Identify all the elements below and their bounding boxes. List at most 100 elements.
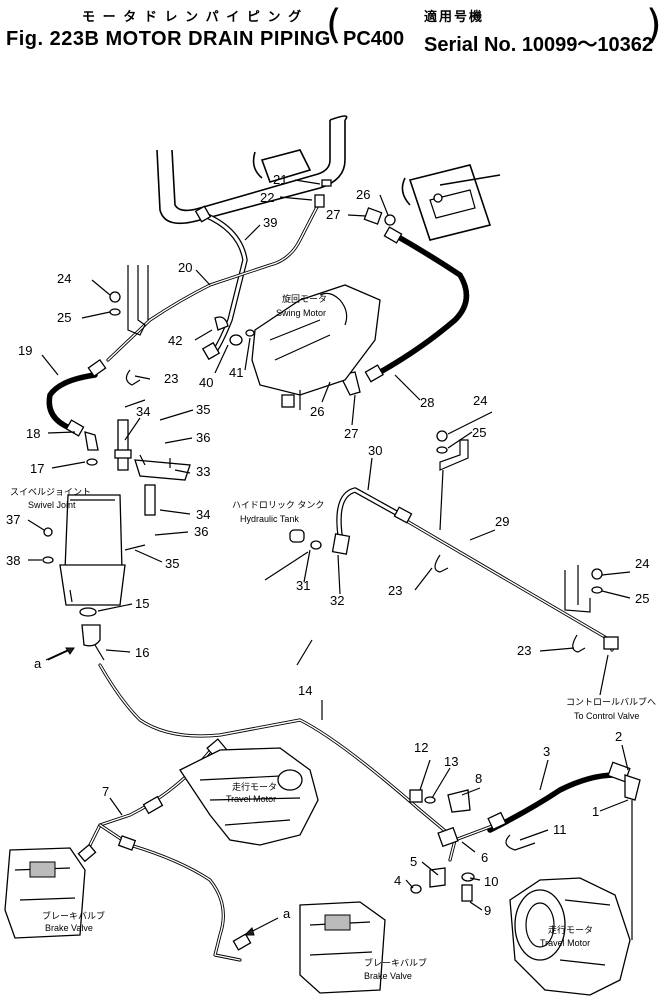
hose-19 bbox=[46, 372, 98, 433]
brake-valve-right-label-jp: ブレーキバルブ bbox=[364, 957, 427, 968]
control-valve-label-jp: コントロールバルブへ bbox=[566, 696, 656, 707]
callout-6: 6 bbox=[481, 850, 488, 865]
callout-2: 2 bbox=[615, 729, 622, 744]
travel-motor-left-label-jp: 走行モータ bbox=[232, 781, 277, 792]
callout-24b: 24 bbox=[473, 393, 487, 408]
brake-valve-left-label: Brake Valve bbox=[45, 923, 93, 933]
callout-25c: 25 bbox=[635, 591, 649, 606]
brake-valve-right-label: Brake Valve bbox=[364, 971, 412, 981]
callouts: 21 22 26 27 39 20 24 25 19 23 42 40 41 2… bbox=[6, 172, 649, 921]
callout-3: 3 bbox=[543, 744, 550, 759]
callout-14: 14 bbox=[298, 683, 312, 698]
ref-a-top: a bbox=[34, 656, 42, 671]
pipe-29 bbox=[403, 518, 614, 652]
upper-frame-tube bbox=[156, 115, 501, 241]
callout-42: 42 bbox=[168, 333, 182, 348]
pipe-6 bbox=[448, 823, 497, 862]
travel-motor-left-label: Travel Motor bbox=[226, 794, 276, 804]
figure-title: Fig. 223B MOTOR DRAIN PIPING bbox=[6, 28, 331, 50]
bracket-close: ) bbox=[646, 2, 662, 48]
callout-10: 10 bbox=[484, 874, 498, 889]
callout-23: 23 bbox=[164, 371, 178, 386]
swing-motor-label: Swing Motor bbox=[276, 308, 326, 318]
callout-37: 37 bbox=[6, 512, 20, 527]
callout-21: 21 bbox=[273, 172, 287, 187]
reference-arrows bbox=[47, 647, 279, 936]
callout-32: 32 bbox=[330, 593, 344, 608]
travel-motor-right-label: Travel Motor bbox=[540, 938, 590, 948]
fittings bbox=[65, 179, 641, 951]
serial-japanese: 適用号機 bbox=[424, 9, 485, 24]
callout-24: 24 bbox=[57, 271, 71, 286]
brackets bbox=[114, 265, 591, 613]
swivel-joint bbox=[42, 494, 126, 606]
callout-17: 17 bbox=[30, 461, 44, 476]
hydraulic-tank-label-jp: ハイドロリック タンク bbox=[232, 500, 324, 510]
callout-25b: 25 bbox=[472, 425, 486, 440]
callout-39: 39 bbox=[263, 215, 277, 230]
model-label: PC400 bbox=[343, 28, 405, 50]
callout-24c: 24 bbox=[635, 556, 649, 571]
callout-31: 31 bbox=[296, 578, 310, 593]
callout-12: 12 bbox=[414, 740, 428, 755]
callout-19: 19 bbox=[18, 343, 32, 358]
callout-18: 18 bbox=[26, 426, 40, 441]
callout-26b: 26 bbox=[310, 404, 324, 419]
travel-motor-right bbox=[509, 877, 631, 996]
brake-valve-left bbox=[4, 847, 86, 939]
swing-motor bbox=[251, 284, 381, 410]
callout-20: 20 bbox=[178, 260, 192, 275]
callout-16: 16 bbox=[135, 645, 149, 660]
callout-27: 27 bbox=[326, 207, 340, 222]
callout-29: 29 bbox=[495, 514, 509, 529]
callout-9: 9 bbox=[484, 903, 491, 918]
hose-3 bbox=[487, 772, 618, 833]
control-valve-label: To Control Valve bbox=[574, 711, 639, 721]
callout-40: 40 bbox=[199, 375, 213, 390]
callout-23c: 23 bbox=[517, 643, 531, 658]
swivel-joint-label: Swivel Joint bbox=[28, 500, 76, 510]
callout-26: 26 bbox=[356, 187, 370, 202]
callout-22: 22 bbox=[260, 190, 274, 205]
callout-30: 30 bbox=[368, 443, 382, 458]
bracket-open: ( bbox=[326, 2, 342, 48]
travel-motor-left bbox=[179, 747, 319, 846]
title-japanese: モ ー タ ド レ ン パ イ ピ ン グ bbox=[82, 9, 304, 24]
callout-33: 33 bbox=[196, 464, 210, 479]
callout-36: 36 bbox=[196, 430, 210, 445]
callout-13: 13 bbox=[444, 754, 458, 769]
callout-25: 25 bbox=[57, 310, 71, 325]
leader-lines bbox=[27, 179, 631, 911]
hose-28 bbox=[372, 232, 470, 378]
brake-valve-right bbox=[299, 901, 386, 994]
callout-5: 5 bbox=[410, 854, 417, 869]
swivel-joint-label-jp: スイベルジョイント bbox=[10, 487, 91, 497]
callout-11: 11 bbox=[553, 822, 567, 837]
callout-8: 8 bbox=[475, 771, 482, 786]
ref-a-bottom: a bbox=[283, 906, 291, 921]
callout-4: 4 bbox=[394, 873, 401, 888]
callout-35b: 35 bbox=[165, 556, 179, 571]
hose-39 bbox=[202, 212, 248, 358]
callout-23b: 23 bbox=[388, 583, 402, 598]
pipe-14 bbox=[98, 663, 452, 837]
callout-7: 7 bbox=[102, 784, 109, 799]
hose-30 bbox=[336, 487, 403, 538]
callout-1: 1 bbox=[592, 804, 599, 819]
travel-motor-right-label-jp: 走行モータ bbox=[548, 924, 593, 935]
callout-15: 15 bbox=[135, 596, 149, 611]
callout-36b: 36 bbox=[194, 524, 208, 539]
brake-valve-left-label-jp: ブレーキバルブ bbox=[42, 910, 105, 921]
serial-range: Serial No. 10099～10362 bbox=[424, 34, 654, 56]
callout-34: 34 bbox=[136, 404, 150, 419]
callout-35: 35 bbox=[196, 402, 210, 417]
hydraulic-tank-label: Hydraulic Tank bbox=[240, 514, 299, 524]
swing-motor-label-jp: 旋回モータ bbox=[282, 293, 327, 304]
callout-38: 38 bbox=[6, 553, 20, 568]
callout-34b: 34 bbox=[196, 507, 210, 522]
callout-41: 41 bbox=[229, 365, 243, 380]
callout-27b: 27 bbox=[344, 426, 358, 441]
callout-28: 28 bbox=[420, 395, 434, 410]
